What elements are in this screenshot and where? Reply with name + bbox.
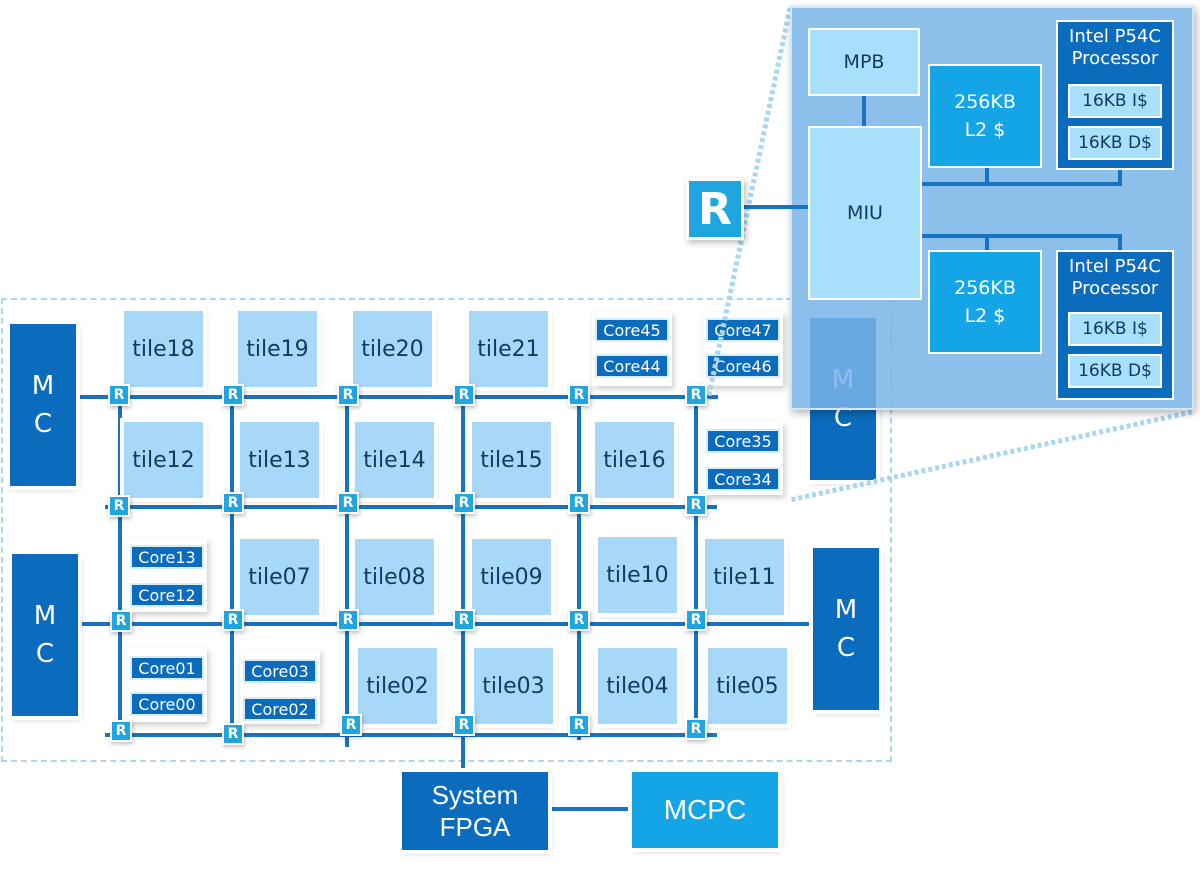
router-r3-c4: R bbox=[453, 609, 475, 631]
core-pair-35-34: Core35 Core34 bbox=[703, 421, 783, 495]
fpga-mcpc-link bbox=[548, 807, 632, 811]
mesh-link-row-3 bbox=[78, 622, 813, 626]
mesh-link-col-5 bbox=[577, 395, 581, 740]
miu-block: MIU bbox=[808, 126, 922, 300]
processor-bottom-title: Intel P54C Processor bbox=[1069, 256, 1161, 299]
proc-bottom-drop bbox=[1118, 234, 1122, 252]
router-r4-c5: R bbox=[568, 714, 590, 736]
miu-router-link bbox=[740, 205, 810, 209]
core-34: Core34 bbox=[706, 467, 780, 491]
processor-bottom-icache: 16KB I$ bbox=[1068, 312, 1162, 346]
l2-top-drop bbox=[985, 168, 989, 184]
router-r1-c1: R bbox=[108, 384, 130, 406]
processor-bottom: Intel P54C Processor 16KB I$ 16KB D$ bbox=[1056, 250, 1174, 400]
tile-07: tile07 bbox=[240, 539, 319, 615]
tile-11: tile11 bbox=[705, 539, 784, 615]
mesh-link-row-2 bbox=[105, 505, 717, 509]
memory-controller-top-left: M C bbox=[10, 324, 76, 486]
mesh-link-col-1 bbox=[118, 395, 122, 740]
core-00: Core00 bbox=[130, 692, 204, 716]
proc-top-drop bbox=[1118, 168, 1122, 184]
router-r3-c1: R bbox=[110, 610, 132, 632]
processor-bottom-dcache: 16KB D$ bbox=[1068, 354, 1162, 388]
mpb-block: MPB bbox=[808, 28, 920, 96]
router-r4-c4: R bbox=[453, 714, 475, 736]
processor-top-icache: 16KB I$ bbox=[1068, 84, 1162, 118]
core-13: Core13 bbox=[130, 545, 204, 569]
l2-cache-bottom: 256KB L2 $ bbox=[928, 250, 1042, 354]
core-pair-13-12: Core13 Core12 bbox=[127, 538, 207, 612]
router-r3-c5: R bbox=[568, 609, 590, 631]
miu-bottom-bus bbox=[922, 234, 1122, 238]
tile-04: tile04 bbox=[598, 648, 677, 724]
mesh-link-col-4 bbox=[461, 395, 465, 780]
router-r1-c2: R bbox=[222, 384, 244, 406]
router-r1-c3: R bbox=[337, 384, 359, 406]
mesh-link-row-1 bbox=[78, 395, 718, 399]
processor-top-dcache: 16KB D$ bbox=[1068, 126, 1162, 160]
tile-16: tile16 bbox=[595, 422, 674, 498]
core-45: Core45 bbox=[595, 318, 669, 342]
mesh-link-col-2 bbox=[230, 395, 234, 740]
router-r1-c5: R bbox=[568, 384, 590, 406]
l2-bottom-drop bbox=[985, 234, 989, 252]
tile-21: tile21 bbox=[469, 311, 548, 387]
tile-13: tile13 bbox=[240, 422, 319, 498]
tile-05: tile05 bbox=[708, 648, 787, 724]
processor-top-title: Intel P54C Processor bbox=[1069, 26, 1161, 69]
mesh-link-col-6 bbox=[694, 395, 698, 740]
chip-boundary bbox=[1, 298, 892, 762]
router-r4-c1: R bbox=[110, 720, 132, 742]
core-02: Core02 bbox=[243, 697, 317, 721]
router-r2-c3: R bbox=[337, 492, 359, 514]
tile-12: tile12 bbox=[124, 422, 203, 498]
inset-router-icon: R bbox=[686, 178, 744, 240]
core-pair-01-00: Core01 Core00 bbox=[127, 648, 207, 722]
tile-02: tile02 bbox=[358, 648, 437, 724]
router-r4-c3: R bbox=[340, 714, 362, 736]
router-r2-c4: R bbox=[453, 492, 475, 514]
miu-top-bus bbox=[922, 182, 1122, 186]
tile-10: tile10 bbox=[598, 537, 677, 613]
l2-cache-top: 256KB L2 $ bbox=[928, 64, 1042, 168]
router-r4-c2: R bbox=[222, 723, 244, 745]
router-r1-c4: R bbox=[453, 384, 475, 406]
tile-18: tile18 bbox=[124, 311, 203, 387]
core-pair-45-44: Core45 Core44 bbox=[592, 312, 672, 386]
tile-14: tile14 bbox=[355, 422, 434, 498]
router-r4-c6: R bbox=[685, 718, 707, 740]
processor-top: Intel P54C Processor 16KB I$ 16KB D$ bbox=[1056, 20, 1174, 170]
core-47: Core47 bbox=[706, 318, 780, 342]
router-r2-c2: R bbox=[222, 492, 244, 514]
router-r2-c1: R bbox=[108, 495, 130, 517]
memory-controller-right: M C bbox=[813, 548, 879, 710]
core-pair-03-02: Core03 Core02 bbox=[240, 650, 320, 724]
tile-15: tile15 bbox=[472, 422, 551, 498]
memory-controller-bottom-left: M C bbox=[12, 554, 78, 716]
core-44: Core44 bbox=[595, 354, 669, 378]
core-12: Core12 bbox=[130, 583, 204, 607]
core-01: Core01 bbox=[130, 656, 204, 680]
core-35: Core35 bbox=[706, 429, 780, 453]
router-r2-c5: R bbox=[568, 492, 590, 514]
mcpc: MCPC bbox=[632, 772, 778, 848]
router-r1-c6: R bbox=[685, 384, 707, 406]
tile-20: tile20 bbox=[353, 311, 432, 387]
router-r3-c3: R bbox=[337, 609, 359, 631]
mesh-link-row-4 bbox=[105, 733, 717, 737]
system-fpga: System FPGA bbox=[402, 772, 548, 850]
router-r3-c6: R bbox=[685, 609, 707, 631]
tile-03: tile03 bbox=[474, 648, 553, 724]
mpb-miu-link bbox=[862, 96, 866, 130]
tile-08: tile08 bbox=[355, 539, 434, 615]
tile-09: tile09 bbox=[472, 539, 551, 615]
mesh-link-col-3 bbox=[345, 395, 349, 747]
router-r3-c2: R bbox=[222, 609, 244, 631]
router-r2-c6: R bbox=[685, 494, 707, 516]
tile-19: tile19 bbox=[238, 311, 317, 387]
core-pair-47-46: Core47 Core46 bbox=[703, 312, 783, 386]
core-03: Core03 bbox=[243, 659, 317, 683]
